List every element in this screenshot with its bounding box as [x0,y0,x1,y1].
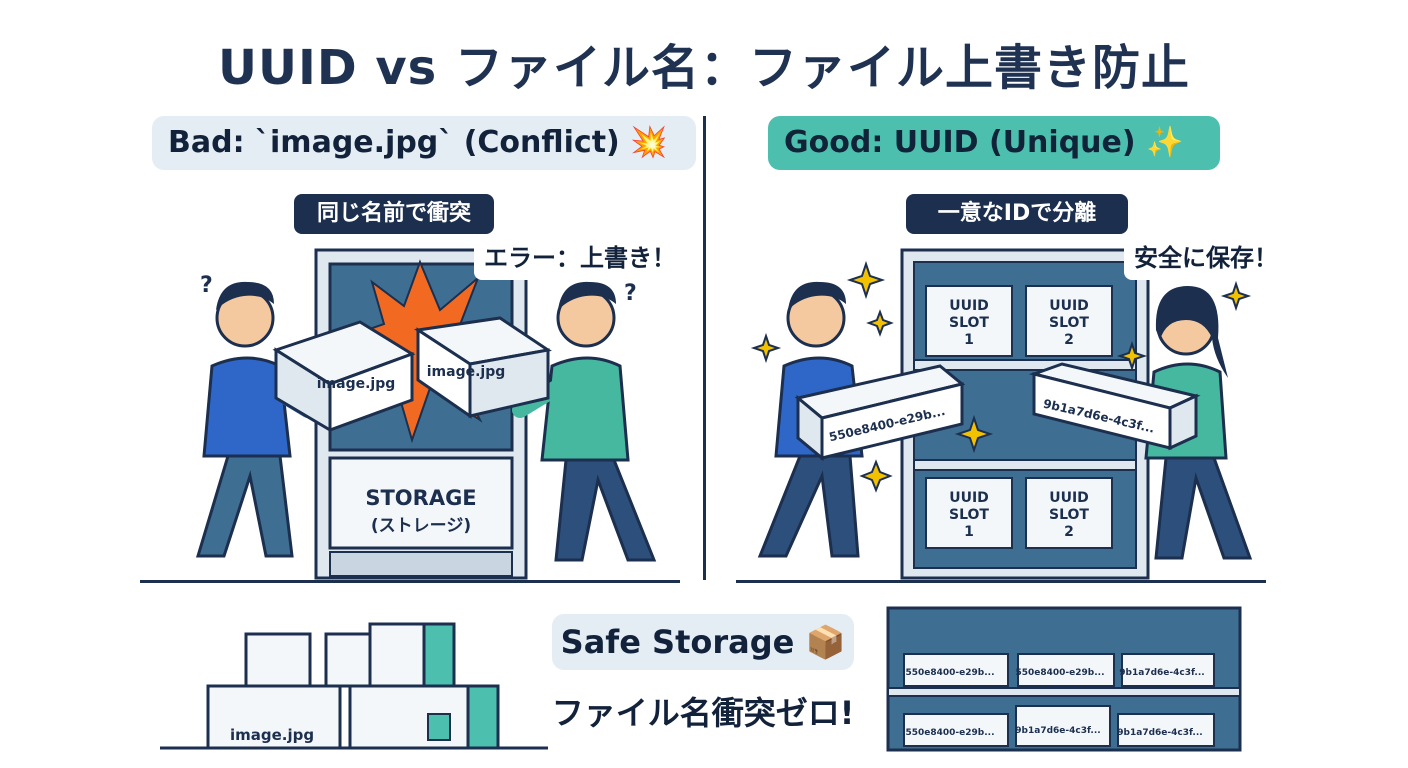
shelf-label-5: 9b1a7d6e-4c3f... [1015,726,1100,736]
uuid-box-left [794,364,966,462]
sparkle-icon [1116,340,1148,372]
slot-4-title: UUID [1049,490,1089,506]
error-speech-bubble: エラー：上書き！ [474,236,686,280]
bottom-left-box-stack [160,622,548,750]
bottom-shelf-labels: 550e8400-e29b... 550e8400-e29b... 9b1a7d… [905,668,1204,738]
bottom-left-box-label: image.jpg [230,726,314,744]
box-image-left [272,320,416,433]
slot-1-number: 1 [964,332,974,348]
sparkle-icon [954,414,994,454]
sparkle-icon [1220,280,1252,312]
uuid-box-right [1028,362,1201,451]
slot-2-subtitle: SLOT [1049,315,1089,331]
safe-storage-subtitle: ファイル名衝突ゼロ! [551,694,855,732]
slot-2-title: UUID [1049,298,1089,314]
storage-sublabel: (ストレージ) [371,516,471,536]
shelf-label-3: 9b1a7d6e-4c3f... [1119,668,1204,678]
sparkle-icon [859,459,893,493]
safe-storage-header: Safe Storage 📦 [552,614,854,670]
floor-line-left [140,580,680,583]
slot-labels: UUID SLOT 1 UUID SLOT 2 UUID SLOT 1 UUID… [949,298,1089,540]
question-mark-right: ? [624,281,637,306]
slot-1-title: UUID [949,298,989,314]
sparkle-icon [846,260,886,300]
slot-2-number: 2 [1064,332,1074,348]
panel-divider [703,116,706,580]
slot-3-number: 1 [964,524,974,540]
box-label-left: image.jpg [317,376,396,392]
sparkle-icons [750,260,1252,493]
sparkle-icon [750,332,782,364]
question-mark-left: ? [200,273,213,298]
slot-3-title: UUID [949,490,989,506]
good-subtitle: 一意なIDで分離 [906,194,1128,234]
slot-4-subtitle: SLOT [1049,507,1089,523]
person-confused-left [195,281,316,558]
sparkle-icon [866,309,894,337]
good-panel-header: Good: UUID (Unique) ✨ [768,116,1220,170]
box-label-right: image.jpg [427,364,506,380]
shelf-label-6: 9b1a7d6e-4c3f... [1117,728,1202,738]
success-speech-bubble: 安全に保存！ [1124,236,1288,280]
slot-3-subtitle: SLOT [949,507,989,523]
bad-panel-header: Bad: `image.jpg` (Conflict) 💥 [152,116,696,170]
slot-1-subtitle: SLOT [949,315,989,331]
box-image-right [413,316,552,419]
page-title: UUID vs ファイル名：ファイル上書き防止 [218,40,1190,96]
bad-subtitle: 同じ名前で衝突 [294,194,494,234]
person-confused-right [512,281,657,562]
storage-label: STORAGE [365,486,476,510]
bottom-right-shelf [886,606,1242,752]
slot-4-number: 2 [1064,524,1074,540]
shelf-label-4: 550e8400-e29b... [905,728,994,738]
shelf-label-2: 550e8400-e29b... [1015,668,1104,678]
floor-line-right [736,580,1266,583]
shelf-label-1: 550e8400-e29b... [905,668,994,678]
